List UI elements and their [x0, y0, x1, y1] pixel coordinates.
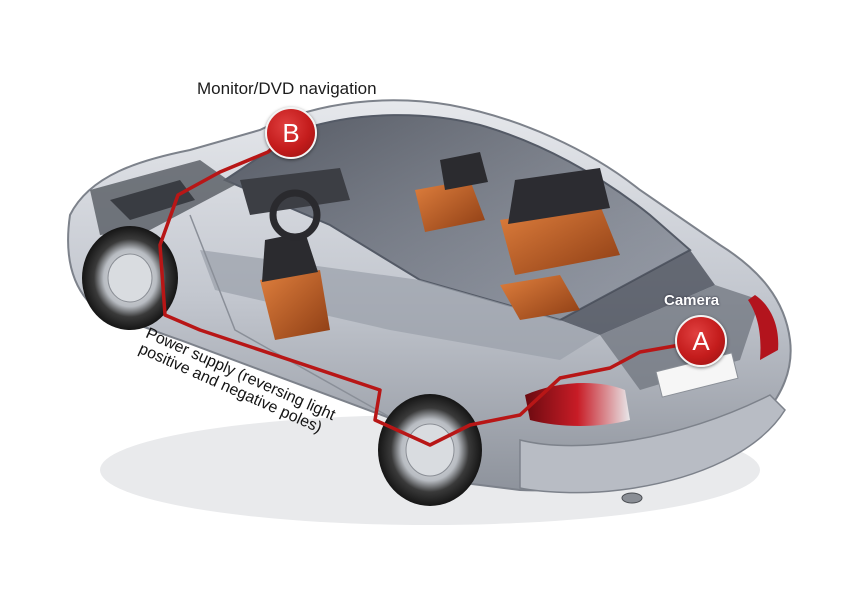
seat-rear: [500, 168, 620, 320]
dashboard: [240, 168, 350, 241]
camera-label: Camera: [664, 292, 720, 309]
steering-wheel: [269, 189, 321, 241]
monitor-label: Monitor/DVD navigation: [197, 79, 377, 98]
front-wheel: [82, 226, 178, 330]
exhaust-pipe: [621, 492, 643, 504]
wiring-route: [158, 132, 697, 447]
tail-light-left: [525, 383, 630, 426]
rear-wheel: [378, 394, 482, 506]
tail-light-right: [748, 295, 779, 360]
rear-window: [560, 250, 715, 335]
seat-front-left: [260, 232, 330, 340]
rear-bumper: [519, 394, 786, 494]
seat-front-right: [415, 152, 488, 232]
marker-b: B: [265, 107, 317, 159]
marker-a: A: [675, 315, 727, 367]
